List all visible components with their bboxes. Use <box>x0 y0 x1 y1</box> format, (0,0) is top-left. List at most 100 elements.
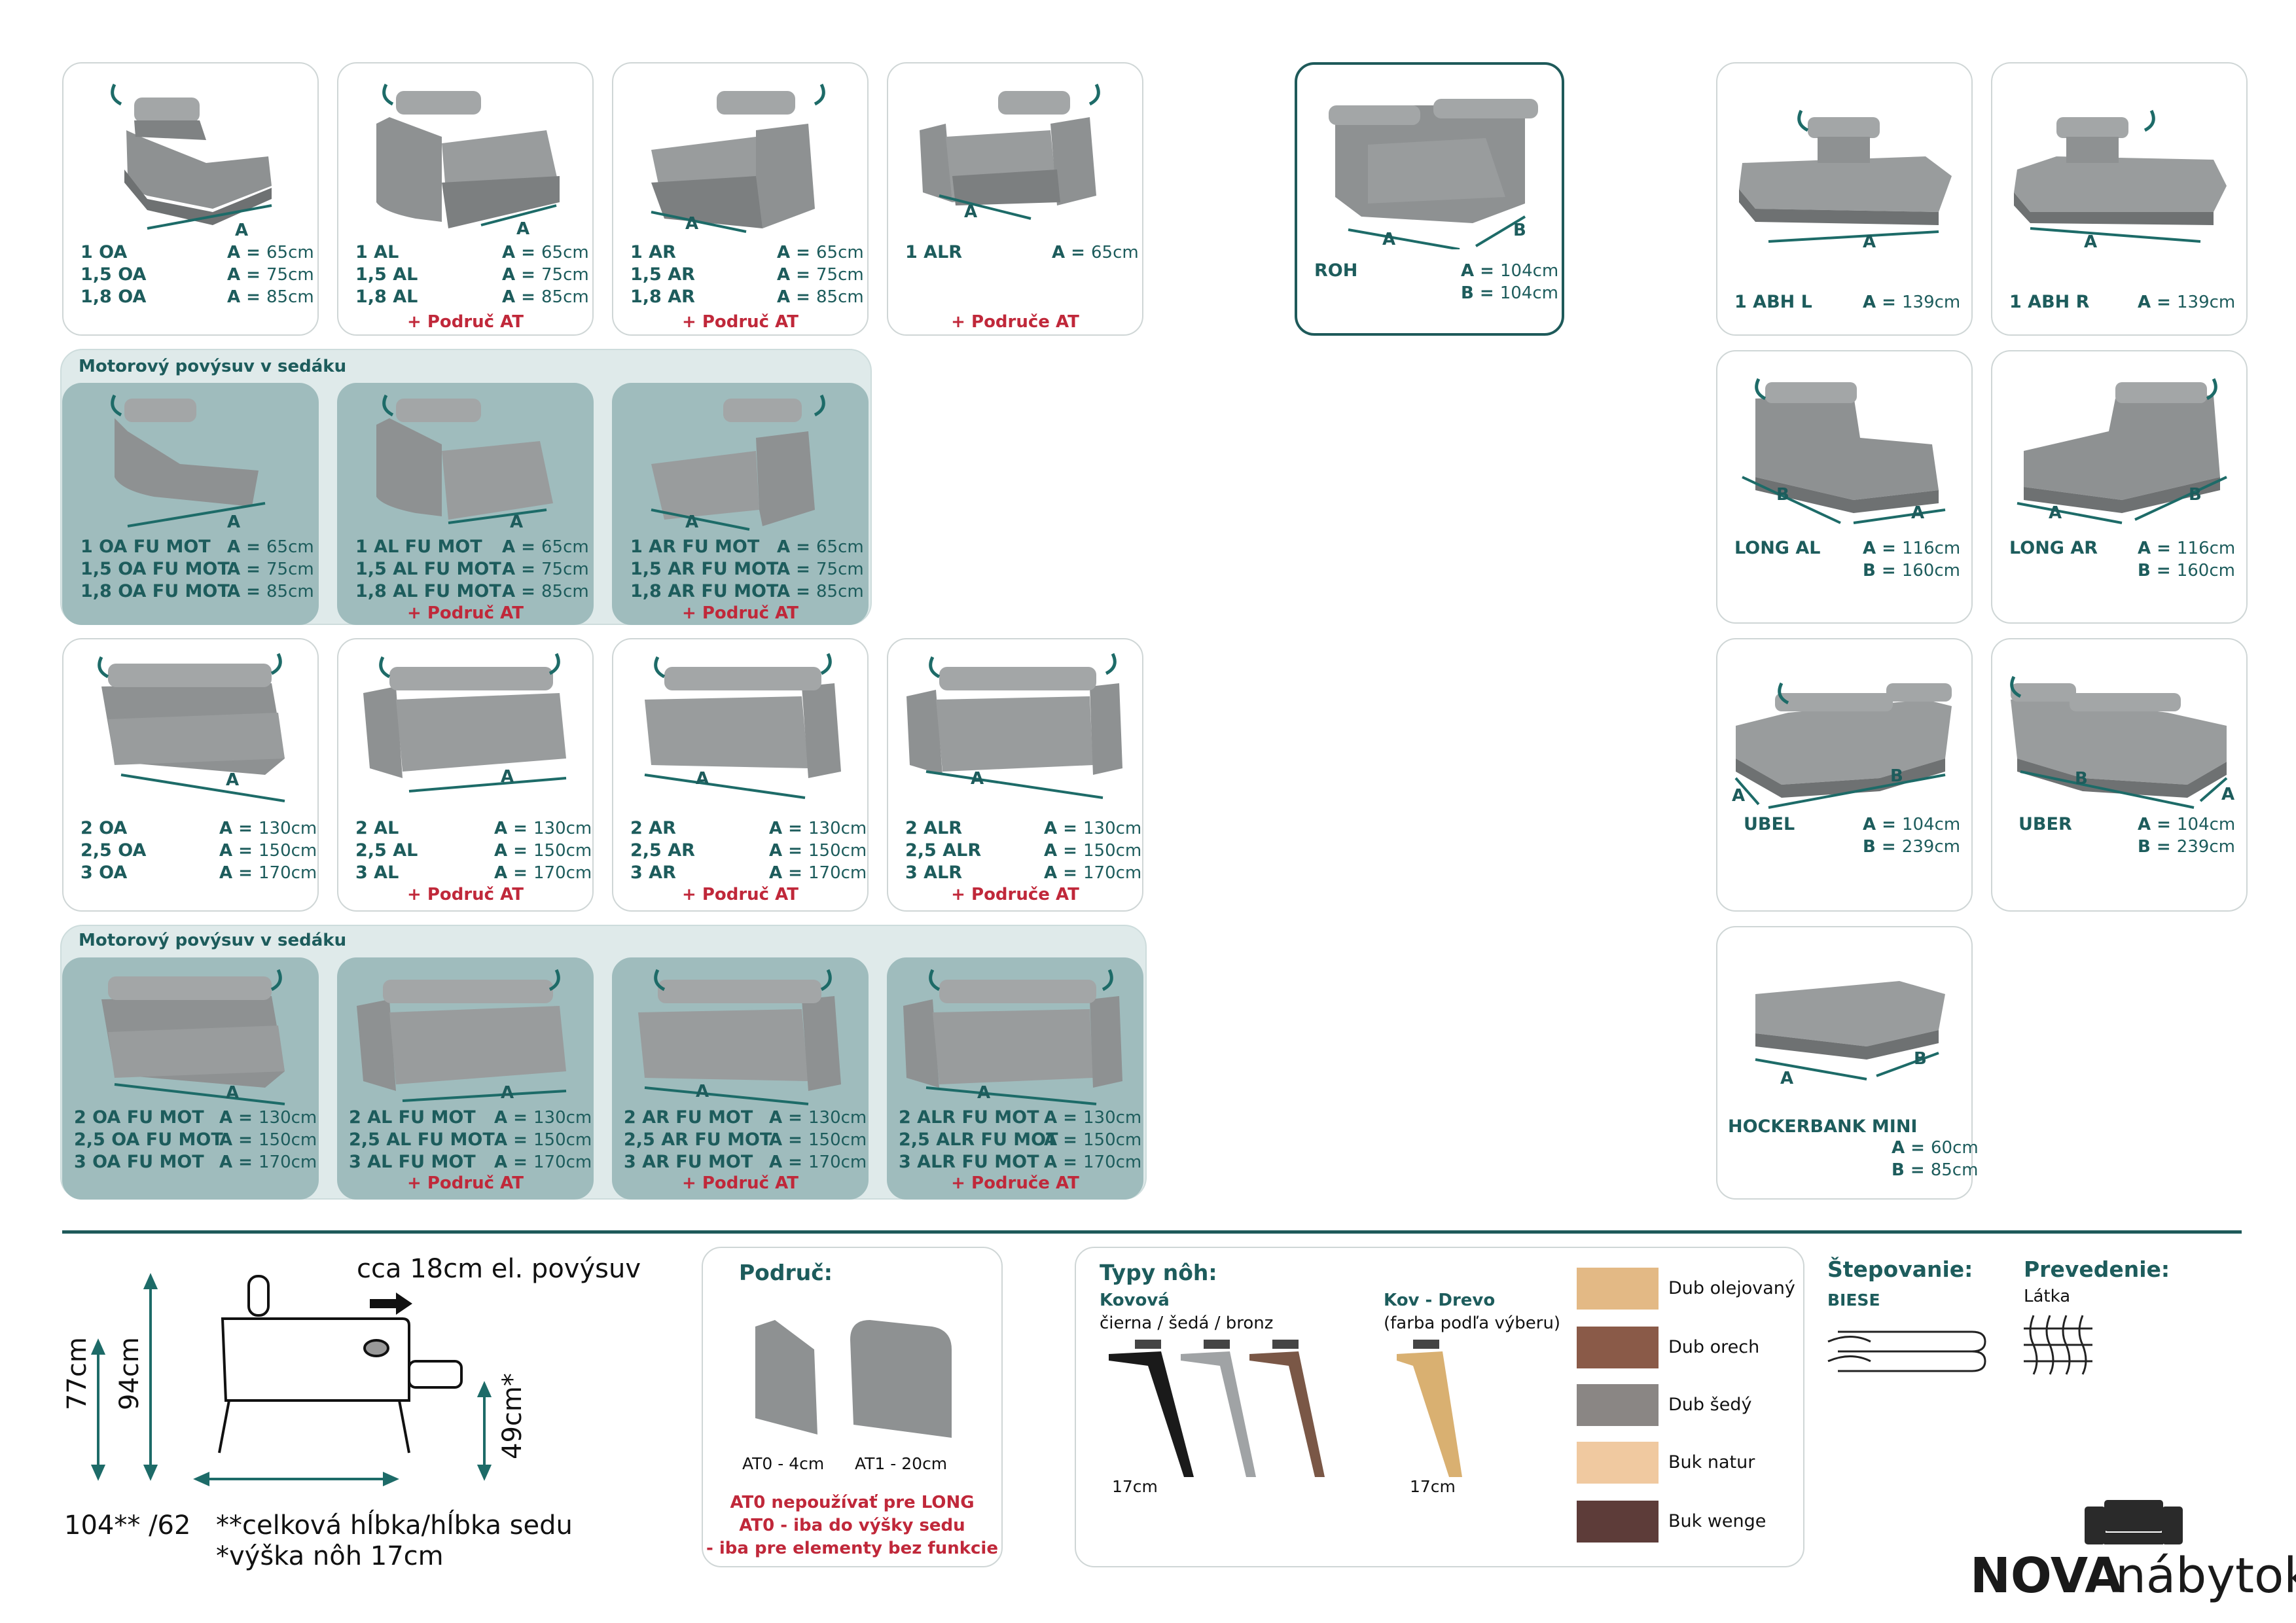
card-roh[interactable]: A B ROH A = 104cm B = 104cm <box>1295 62 1564 336</box>
b-prefix: B = <box>2138 837 2177 857</box>
card-1-ar-fu-mot[interactable]: A 1 AR FU MOT 1,5 AR FU MOT 1,8 AR FU MO… <box>612 383 869 625</box>
model-name: HOCKERBANK MINI <box>1728 1116 1918 1137</box>
model-names: 1 AR 1,5 AR 1,8 AR <box>630 241 695 308</box>
sofa-1-ar-fu-mot-image <box>651 394 825 531</box>
value: 75cm <box>266 265 314 285</box>
armrest-shapes <box>755 1320 952 1438</box>
a-prefix: A = <box>219 1108 259 1128</box>
value: 85cm <box>816 287 864 307</box>
value: 150cm <box>533 1130 592 1150</box>
model-name: LONG AR <box>2009 538 2098 558</box>
card-uber[interactable]: B A UBER A = 104cm B = 239cm <box>1991 638 2248 912</box>
sofa-1-alr-image <box>920 83 1100 220</box>
value: 65cm <box>266 537 314 557</box>
swatch-dub-sedy[interactable] <box>1577 1384 1659 1426</box>
card-1-oa-fu-mot[interactable]: A 1 OA FU MOT 1,5 OA FU MOT 1,8 OA FU MO… <box>62 383 319 625</box>
model-name: 2 ALR FU MOT <box>899 1107 1039 1128</box>
card-hockerbank-mini[interactable]: A B HOCKERBANK MINI A = 60cm B = 85cm <box>1716 926 1979 1200</box>
metal-legs-colors: čierna / šedá / bronz <box>1100 1313 1274 1333</box>
dim-label-a: A <box>516 219 530 239</box>
a-prefix: A = <box>1044 819 1084 838</box>
value: 116cm <box>2177 539 2236 558</box>
a-prefix: A = <box>777 265 817 285</box>
model-name: 1 AR <box>630 242 676 262</box>
value: 170cm <box>533 1152 592 1172</box>
model-names: 1 AR FU MOT 1,5 AR FU MOT 1,8 AR FU MOT <box>630 536 778 603</box>
model-name: LONG AL <box>1734 538 1821 558</box>
card-1-ar[interactable]: A 1 AR 1,5 AR 1,8 AR A = 65cm A = 75cm A… <box>612 62 869 336</box>
model-name: 2 AL <box>355 818 399 838</box>
model-names: 1 ABH L <box>1734 291 1812 313</box>
a-prefix: A = <box>777 243 817 262</box>
card-1-al-fu-mot[interactable]: A 1 AL FU MOT 1,5 AL FU MOT 1,8 AL FU MO… <box>337 383 594 625</box>
model-names: 1 ABH R <box>2009 291 2089 313</box>
a-prefix: A = <box>769 1152 809 1172</box>
card-1-abh-r[interactable]: A 1 ABH R A = 139cm <box>1991 62 2248 336</box>
swatch-dub-olejovany[interactable] <box>1577 1268 1659 1310</box>
card-2-ar-fu-mot[interactable]: A 2 AR FU MOT 2,5 AR FU MOT 3 AR FU MOT … <box>612 957 869 1200</box>
sofa-1-oa-fu-mot-image <box>111 394 266 527</box>
a-prefix: A = <box>2138 539 2178 558</box>
a-prefix: A = <box>219 863 259 883</box>
model-name: 1 OA <box>81 242 128 262</box>
a-prefix: A = <box>1863 539 1903 558</box>
model-name: 1 ABH R <box>2009 292 2090 312</box>
model-name: 1,5 OA <box>81 264 147 285</box>
depth-note: **celková hĺbka/hĺbka sedu <box>216 1510 573 1541</box>
value: 139cm <box>1902 293 1961 312</box>
value: 170cm <box>808 863 867 883</box>
swatch-label: Buk wenge <box>1668 1511 1767 1531</box>
card-ubel[interactable]: A B UBEL A = 104cm B = 239cm <box>1716 638 1973 912</box>
card-2-oa-fu-mot[interactable]: A 2 OA FU MOT 2,5 OA FU MOT 3 OA FU MOT … <box>62 957 319 1200</box>
card-long-al[interactable]: B A LONG AL A = 116cm B = 160cm <box>1716 350 1973 624</box>
card-2-alr-fu-mot[interactable]: A 2 ALR FU MOT 2,5 ALR FU MOT 3 ALR FU M… <box>887 957 1143 1200</box>
card-1-oa[interactable]: A 1 OA 1,5 OA 1,8 OA A = 65cm A = 75cm A… <box>62 62 319 336</box>
card-long-ar[interactable]: A B LONG AR A = 116cm B = 160cm <box>1991 350 2248 624</box>
model-names: 1 ALR <box>905 241 962 264</box>
model-name: 1,8 AL FU MOT <box>355 581 501 601</box>
a-prefix: A = <box>494 819 534 838</box>
a-prefix: A = <box>1044 1152 1084 1172</box>
card-1-al[interactable]: A 1 AL 1,5 AL 1,8 AL A = 65cm A = 75cm A… <box>337 62 594 336</box>
a-prefix: A = <box>1052 243 1092 262</box>
a-prefix: A = <box>777 537 817 557</box>
swatch-buk-natur[interactable] <box>1577 1442 1659 1484</box>
model-names: UBER <box>2018 813 2072 836</box>
value: 104cm <box>1902 815 1961 834</box>
card-1-alr[interactable]: A 1 ALR A = 65cm + Područe AT <box>887 62 1143 336</box>
leg-height-note: *výška nôh 17cm <box>216 1541 444 1571</box>
height-77: 77cm <box>62 1337 92 1410</box>
card-2-al[interactable]: A 2 AL 2,5 AL 3 AL A = 130cm A = 150cm A… <box>337 638 594 912</box>
sofa-logo-icon <box>2085 1500 2183 1544</box>
model-names: 1 AL FU MOT 1,5 AL FU MOT 1,8 AL FU MOT <box>355 536 501 603</box>
model-name: 1,5 AL FU MOT <box>355 559 501 579</box>
value: 85cm <box>266 582 314 601</box>
dim-label-a: A <box>510 512 524 532</box>
card-2-oa[interactable]: A 2 OA 2,5 OA 3 OA A = 130cm A = 150cm A… <box>62 638 319 912</box>
model-name: 2,5 AR <box>630 840 695 861</box>
dim-label-a: A <box>1382 230 1396 249</box>
swatch-dub-orech[interactable] <box>1577 1327 1659 1368</box>
card-2-al-fu-mot[interactable]: A 2 AL FU MOT 2,5 AL FU MOT 3 AL FU MOT … <box>337 957 594 1200</box>
a-prefix: A = <box>777 287 817 307</box>
warning-line: AT0 nepoužívať pre LONG <box>730 1493 975 1512</box>
card-2-ar[interactable]: A 2 AR 2,5 AR 3 AR A = 130cm A = 150cm A… <box>612 638 869 912</box>
swatch-label: Dub olejovaný <box>1668 1278 1795 1298</box>
card-1-abh-l[interactable]: A 1 ABH L A = 139cm <box>1716 62 1973 336</box>
sofa-roh-image <box>1329 99 1538 249</box>
sofa-2-al-image <box>363 652 567 793</box>
a-prefix: A = <box>494 1130 534 1150</box>
sofa-1-oa-image <box>111 83 272 230</box>
card-2-alr[interactable]: A 2 ALR 2,5 ALR 3 ALR A = 130cm A = 150c… <box>887 638 1143 912</box>
dim-label-a: A <box>226 1083 240 1103</box>
model-name: 3 ALR FU MOT <box>899 1152 1039 1172</box>
value: 150cm <box>259 841 317 861</box>
swatch-buk-wenge[interactable] <box>1577 1501 1659 1543</box>
dim-label-a: A <box>226 770 240 790</box>
a-prefix: A = <box>219 1152 259 1172</box>
model-values: A = 130cm A = 150cm A = 170cm <box>1044 817 1141 884</box>
model-name: 1 OA FU MOT <box>81 537 211 557</box>
a-prefix: A = <box>769 1108 809 1128</box>
dim-label-a: A <box>235 221 249 240</box>
value: 60cm <box>1931 1138 1979 1158</box>
